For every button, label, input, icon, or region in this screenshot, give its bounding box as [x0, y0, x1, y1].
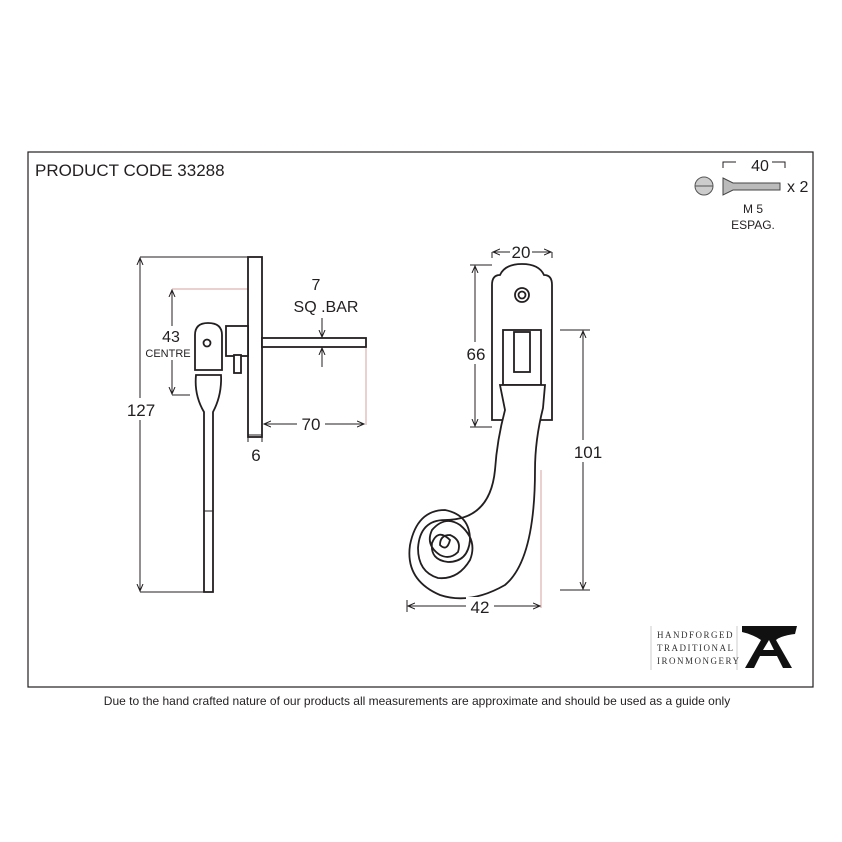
screw-detail: 40 x 2 M 5 ESPAG.	[694, 158, 808, 232]
screw-quantity: x 2	[787, 179, 808, 196]
screw-size: M 5	[743, 202, 763, 216]
bar-length-label: 70	[302, 415, 321, 434]
anvil-logo-icon	[742, 626, 797, 668]
logo-line-2: TRADITIONAL	[657, 643, 735, 653]
brand-logo: HANDFORGED TRADITIONAL IRONMONGERY	[650, 626, 797, 670]
side-view: 127 43 CENTRE 7 SQ .BAR 70 6	[127, 256, 367, 593]
centre-distance-label: 43	[162, 329, 180, 346]
plate-width-label: 20	[512, 243, 531, 262]
monkey-tail-handle	[408, 384, 546, 600]
bar-size-label: 7	[312, 277, 321, 294]
bar-type-label: SQ .BAR	[294, 299, 359, 316]
square-bar	[261, 337, 367, 348]
handle-rod	[194, 374, 222, 593]
centre-label: CENTRE	[145, 348, 190, 360]
plate-height-label: 66	[467, 345, 486, 364]
product-code: PRODUCT CODE 33288	[35, 161, 225, 180]
backplate	[247, 256, 263, 438]
front-view: 20 66 101 42	[406, 242, 606, 617]
drawing-frame	[27, 151, 814, 688]
screw-type: ESPAG.	[731, 218, 775, 232]
handle-width-label: 42	[471, 598, 490, 617]
logo-line-3: IRONMONGERY	[657, 656, 741, 666]
logo-line-1: HANDFORGED	[657, 630, 734, 640]
disclaimer: Due to the hand crafted nature of our pr…	[104, 694, 730, 708]
overall-height-label: 127	[127, 401, 155, 420]
handle-height-label: 101	[574, 443, 602, 462]
screw-icon	[722, 177, 781, 196]
screw-length: 40	[751, 158, 769, 175]
plate-thickness-label: 6	[251, 446, 260, 465]
